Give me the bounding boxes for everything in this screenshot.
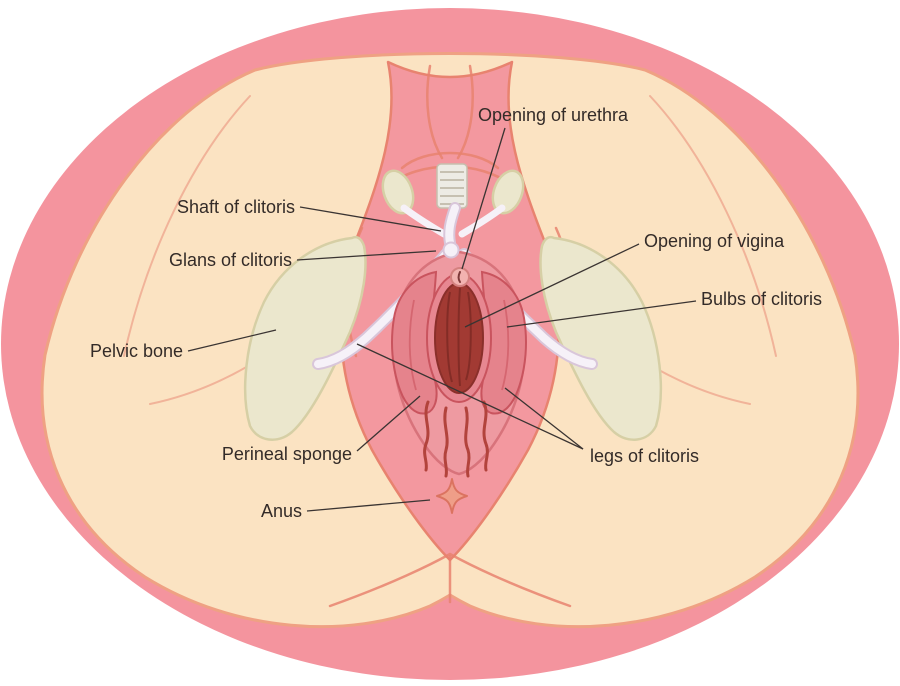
shaft-shape — [445, 204, 459, 247]
tendon-left — [400, 204, 448, 238]
urethra-slit — [457, 271, 461, 283]
bulb-crease-left — [408, 299, 417, 391]
pelvic-bone-left-shape — [243, 235, 367, 441]
label-legs-of-clitoris: legs of clitoris — [590, 446, 699, 466]
clitoral-bulbs — [391, 270, 527, 415]
labels: Opening of urethra Shaft of clitoris Gla… — [90, 105, 822, 521]
canal-texture-line — [446, 291, 453, 383]
leader-pelvic-bone — [187, 329, 277, 352]
vaginal-opening — [426, 273, 492, 403]
leader-legs-of-clitoris-1 — [356, 343, 584, 450]
thigh-shade-line — [123, 95, 251, 357]
leader-shaft-of-clitoris — [299, 206, 442, 232]
ligament-band — [436, 163, 468, 209]
thigh-shade-line — [649, 95, 777, 357]
sponge-vessel — [482, 400, 489, 472]
label-shaft-of-clitoris: Shaft of clitoris — [177, 197, 295, 217]
urethra-mound-shape — [450, 267, 470, 287]
leader-opening-of-urethra — [461, 127, 506, 270]
leader-anus — [306, 499, 431, 512]
leader-perineal-sponge — [356, 395, 421, 452]
glans-shape — [442, 241, 460, 259]
leader-glans-of-clitoris — [296, 250, 437, 261]
leader-bulbs-of-clitoris — [506, 300, 697, 328]
label-opening-of-urethra: Opening of urethra — [478, 105, 629, 125]
pelvic-bone-right-shape — [539, 235, 663, 441]
anus-shape — [436, 478, 468, 514]
suspensory-ligament — [436, 163, 468, 209]
mons-fold-line — [426, 64, 444, 160]
gluteal-crease-line — [328, 552, 572, 608]
mons-fold-line — [400, 151, 500, 170]
tendon-right — [458, 204, 506, 238]
label-anus: Anus — [261, 501, 302, 521]
sponge-vessel — [443, 406, 449, 478]
label-pelvic-bone: Pelvic bone — [90, 341, 183, 361]
perineal-sponge-vessels — [423, 400, 489, 478]
leader-lines — [187, 127, 697, 512]
label-opening-of-vigina: Opening of vigina — [644, 231, 785, 251]
leader-legs-of-clitoris-2 — [504, 387, 584, 450]
mons-fold-line — [456, 64, 474, 160]
urethral-opening — [450, 267, 470, 287]
label-bulbs-of-clitoris: Bulbs of clitoris — [701, 289, 822, 309]
label-glans-of-clitoris: Glans of clitoris — [169, 250, 292, 270]
sponge-vessel — [464, 406, 471, 478]
sponge-vessel — [423, 400, 430, 472]
canal-texture-line — [457, 287, 461, 387]
bulb-crease-right — [501, 299, 510, 391]
pelvic-bones — [243, 169, 663, 441]
canal-texture-line — [465, 291, 472, 381]
label-perineal-sponge: Perineal sponge — [222, 444, 352, 464]
clitoris-shaft-glans — [442, 202, 461, 259]
leader-opening-of-vigina — [464, 243, 640, 328]
